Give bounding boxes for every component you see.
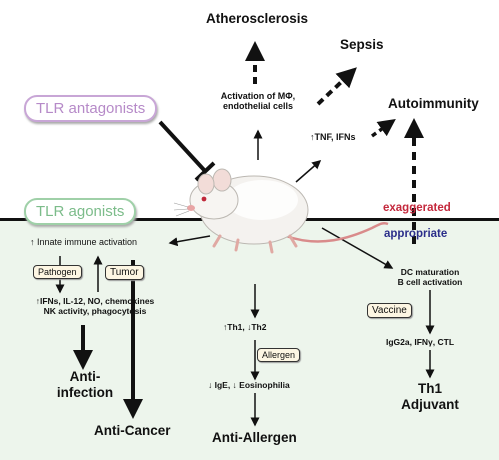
igg2a-label: IgG2a, IFNγ, CTL bbox=[386, 337, 455, 347]
anti-infection-line2: infection bbox=[56, 384, 114, 400]
appropriate-label: appropriate bbox=[384, 228, 448, 240]
tlr-agonists-capsule: TLR agonists bbox=[24, 198, 137, 225]
inhibition-line bbox=[158, 120, 207, 173]
ifns-label: ↑IFNs, IL-12, NO, chemokines NK activity… bbox=[20, 296, 170, 317]
arrow-mouse-to-tnf bbox=[295, 160, 322, 183]
exaggerated-label: exaggerated bbox=[383, 202, 451, 214]
tumor-box: Tumor bbox=[105, 265, 144, 280]
arrow-mouse-to-dc bbox=[321, 227, 394, 269]
th1-line: Th1 bbox=[417, 381, 442, 396]
activation-line2: endothelial cells bbox=[222, 101, 294, 112]
arrow-to-innate bbox=[168, 235, 211, 247]
pathogen-box: Pathogen bbox=[33, 265, 82, 279]
anti-infection-line1: Anti- bbox=[69, 369, 101, 384]
white-mouse-image bbox=[173, 168, 389, 254]
inhibition-bar bbox=[194, 161, 216, 182]
tnf-ifns-label: ↑TNF, IFNs bbox=[310, 132, 356, 142]
tlr-antagonists-capsule: TLR antagonists bbox=[24, 95, 158, 122]
activation-line1: Activation of MΦ, bbox=[220, 91, 296, 101]
activation-label: Activation of MΦ, endothelial cells bbox=[210, 91, 306, 112]
ige-label: ↓ IgE, ↓ Eosinophilia bbox=[208, 380, 290, 390]
vaccine-box: Vaccine bbox=[367, 303, 412, 318]
sepsis-label: Sepsis bbox=[340, 37, 384, 52]
autoimmunity-label: Autoimmunity bbox=[388, 96, 479, 111]
anti-allergen-label: Anti-Allergen bbox=[212, 430, 297, 445]
allergen-box: Allergen bbox=[257, 348, 301, 362]
arrow-sepsis bbox=[316, 67, 357, 106]
atherosclerosis-label: Atherosclerosis bbox=[206, 11, 309, 26]
dc-line2: B cell activation bbox=[397, 276, 463, 287]
ifns-line1: ↑IFNs, IL-12, NO, chemokines bbox=[35, 296, 155, 306]
innate-activation-label: ↑ Innate immune activation bbox=[30, 237, 138, 247]
adjuvant-line: Adjuvant bbox=[401, 396, 459, 412]
dc-line1: DC maturation bbox=[400, 267, 460, 277]
anti-infection-label: Anti- infection bbox=[50, 369, 120, 400]
anti-cancer-label: Anti-Cancer bbox=[94, 423, 171, 438]
ifns-line2: NK activity, phagocytosis bbox=[43, 305, 147, 316]
th1-adjuvant-label: Th1 Adjuvant bbox=[383, 381, 477, 412]
arrow-autoimmunity-diag bbox=[370, 118, 396, 138]
th1-th2-label: ↑Th1, ↓Th2 bbox=[223, 322, 267, 332]
dc-label: DC maturation B cell activation bbox=[380, 267, 480, 288]
